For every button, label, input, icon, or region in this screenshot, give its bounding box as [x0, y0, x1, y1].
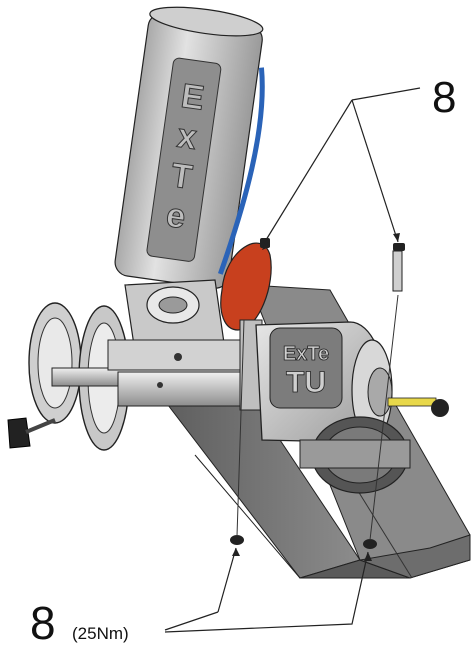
tube-label-letter-3: T [169, 156, 195, 197]
tube-clamp [124, 279, 226, 353]
leader-top-to-right [351, 99, 399, 243]
bolt-axes [236, 294, 399, 541]
callout-number-top: 8 [432, 73, 457, 122]
leader-top-to-left [265, 99, 353, 241]
nut-bottom-right [363, 539, 377, 549]
blue-cable [217, 67, 265, 275]
tube-label-panel [146, 57, 222, 262]
tube-label-letter-4: e [164, 196, 188, 236]
leader-arrowheads [232, 233, 400, 561]
leader-bottom-right [164, 551, 369, 633]
red-bracket [220, 242, 272, 331]
bolt-top-right-shank [392, 250, 403, 292]
motor-unit: ExTe TU [255, 321, 449, 443]
leader-bottom-to-left [217, 547, 237, 613]
callout-torque-spec: (25Nm) [72, 624, 129, 643]
callout-number-bottom: 8 [30, 597, 56, 649]
crank-handle [7, 417, 31, 449]
nut-bottom-left [230, 535, 244, 545]
tube-top [149, 6, 264, 37]
rod-knob [431, 399, 449, 417]
motor-label-plate [269, 327, 343, 409]
bolt-top-right [393, 243, 405, 251]
motor-label-line2: TU [286, 366, 326, 399]
leader-bottom [164, 611, 219, 631]
rail-right-face [358, 534, 471, 579]
leader-lines [164, 87, 421, 633]
lower-gear [299, 416, 411, 494]
fasteners [230, 238, 405, 549]
yellow-rod [387, 397, 437, 407]
leader-top [351, 87, 421, 101]
motor-label-line1: ExTe [283, 343, 329, 365]
